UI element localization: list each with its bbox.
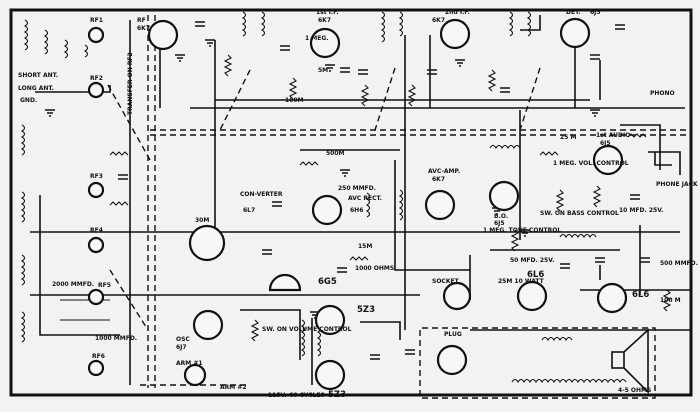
label-1meg: 1 MEG. xyxy=(305,35,329,42)
label-avc-amp: AVC-AMP. xyxy=(428,168,460,175)
label-2000mmfd: 2000 MMFD. xyxy=(52,281,94,288)
speaker-icon xyxy=(611,328,649,394)
switch-rf1 xyxy=(87,26,105,44)
label-gnd: GND. xyxy=(20,97,37,104)
plug xyxy=(436,344,468,376)
label-plug: PLUG xyxy=(444,331,462,338)
tube-6l6-2 xyxy=(596,282,628,314)
label-rf1: RF1 xyxy=(90,17,103,24)
label-5z3-bottom: 5Z3 xyxy=(328,390,346,400)
switch-rf4 xyxy=(87,236,105,254)
label-long-ant: LONG ANT. xyxy=(18,85,54,92)
tube-if2-6k7 xyxy=(439,18,471,50)
phone-jack-icon xyxy=(648,151,681,175)
tube-osc-6j7 xyxy=(192,309,224,341)
switch-rf6 xyxy=(87,359,105,377)
label-rf3: RF3 xyxy=(90,173,103,180)
capacitors xyxy=(118,21,650,360)
tubes xyxy=(87,17,628,391)
switch-rf2 xyxy=(87,81,105,99)
label-transfer: TRANSFER ON RF2 xyxy=(127,52,134,115)
tube-avc-amp-6k7 xyxy=(424,189,456,221)
label-vol-control: 1 MEG. VOL. CONTROL xyxy=(553,160,629,167)
label-short-ant: SHORT ANT. xyxy=(18,72,58,79)
label-phono: PHONO xyxy=(650,90,675,97)
label-lowatt: 25M 10 WATT xyxy=(498,278,545,285)
label-rf6: RF6 xyxy=(92,353,105,360)
tube-conv-6l7 xyxy=(188,224,226,262)
tube-if1-6k7 xyxy=(309,27,341,59)
label-avc-rect-type: 6H6 xyxy=(350,207,363,214)
tube-bo-6j5 xyxy=(488,180,520,212)
label-osc-type: 6J7 xyxy=(176,344,187,351)
label-if1-tube: 1st I.F. xyxy=(316,9,339,16)
label-det-tube: DET. xyxy=(566,9,581,16)
label-if2-type: 6K7 xyxy=(432,17,445,24)
label-5z3-top: 5Z3 xyxy=(357,305,375,315)
tube-avc-rect-6h6 xyxy=(311,194,343,226)
label-6l6-2: 6L6 xyxy=(632,290,649,300)
label-conv-tube: CON-VERTER xyxy=(240,191,283,198)
label-rf-type: 6K7 xyxy=(137,25,150,32)
label-conv-type: 6L7 xyxy=(243,207,255,214)
label-det-type: 6J5 xyxy=(590,9,601,16)
tube-5z3-bottom xyxy=(314,359,346,391)
label-rf4: RF4 xyxy=(90,227,103,234)
resistors xyxy=(109,54,672,342)
tube-audio-6j5 xyxy=(592,144,624,176)
label-5m: 5M xyxy=(318,67,328,74)
label-50mfd: 50 MFD. 25V. xyxy=(510,257,554,264)
label-socket: SOCKET xyxy=(432,278,460,285)
tube-det-6j5 xyxy=(559,17,591,49)
label-10mfd: 10 MFD. 25V. xyxy=(619,207,663,214)
socket xyxy=(442,281,472,311)
label-phone-jack: PHONE JACK xyxy=(656,181,698,188)
tube-rf-6k7 xyxy=(147,19,179,51)
label-100m: 100 M xyxy=(660,297,681,304)
label-bo-type: 6J5 xyxy=(494,220,505,227)
label-arm1: ARM #1 xyxy=(176,360,203,367)
label-tone-control: 1 MEG. TONE CONTROL xyxy=(483,227,561,234)
switch-rf5 xyxy=(87,288,105,306)
label-sw-bass: SW. ON BASS CONTROL xyxy=(540,210,619,217)
label-if1-type: 6K7 xyxy=(318,17,331,24)
label-rf2: RF2 xyxy=(90,75,103,82)
label-1000-ohms: 1000 OHMS xyxy=(355,265,394,272)
label-250mmfd: 250 MMFD. xyxy=(338,185,376,192)
label-if2-tube: 2nd I.F. xyxy=(445,9,470,16)
label-1000mmfd: 1000 MMFD. xyxy=(95,335,137,342)
label-30m: 30M xyxy=(195,217,209,224)
label-15m: 15M xyxy=(358,243,372,250)
label-rf5: RF5 xyxy=(98,282,111,289)
label-arm2: ARM #2 xyxy=(220,384,247,391)
tube-6l6-1 xyxy=(516,280,548,312)
label-audio: 1st AUDIO xyxy=(596,132,630,139)
label-bo: B.O. xyxy=(494,213,508,220)
labels: RF1 RF2 RF3 RF4 RF5 RF6 SHORT ANT. LONG … xyxy=(18,9,698,400)
label-rf-tube: RF xyxy=(137,17,146,24)
switch-arm xyxy=(183,363,207,387)
label-500mmfd-r: 500 MMFD. xyxy=(660,260,698,267)
label-avc-rect: AVC RECT. xyxy=(348,195,382,202)
label-100m-a: 100M xyxy=(285,97,304,104)
label-sw-vol: SW. ON VOLUME CONTROL xyxy=(262,326,352,333)
label-line-voltage: 115V.-60 CYCLES xyxy=(268,392,325,399)
ganged-tuning-lines xyxy=(107,15,690,399)
tube-5z3-top xyxy=(314,304,346,336)
outer-frame xyxy=(9,8,693,397)
label-6g5: 6G5 xyxy=(318,277,337,287)
tube-6g5 xyxy=(268,273,302,292)
label-osc: OSC xyxy=(176,336,190,343)
label-audio-type: 6J5 xyxy=(600,140,611,147)
label-25m: 25 M xyxy=(560,134,576,141)
label-ohms: 4-5 OHMS xyxy=(618,387,651,394)
label-6l6-1: 6L6 xyxy=(527,270,544,280)
label-500m: 500M xyxy=(326,150,345,157)
switch-rf3 xyxy=(87,181,105,199)
label-avc-amp-type: 6K7 xyxy=(432,176,445,183)
